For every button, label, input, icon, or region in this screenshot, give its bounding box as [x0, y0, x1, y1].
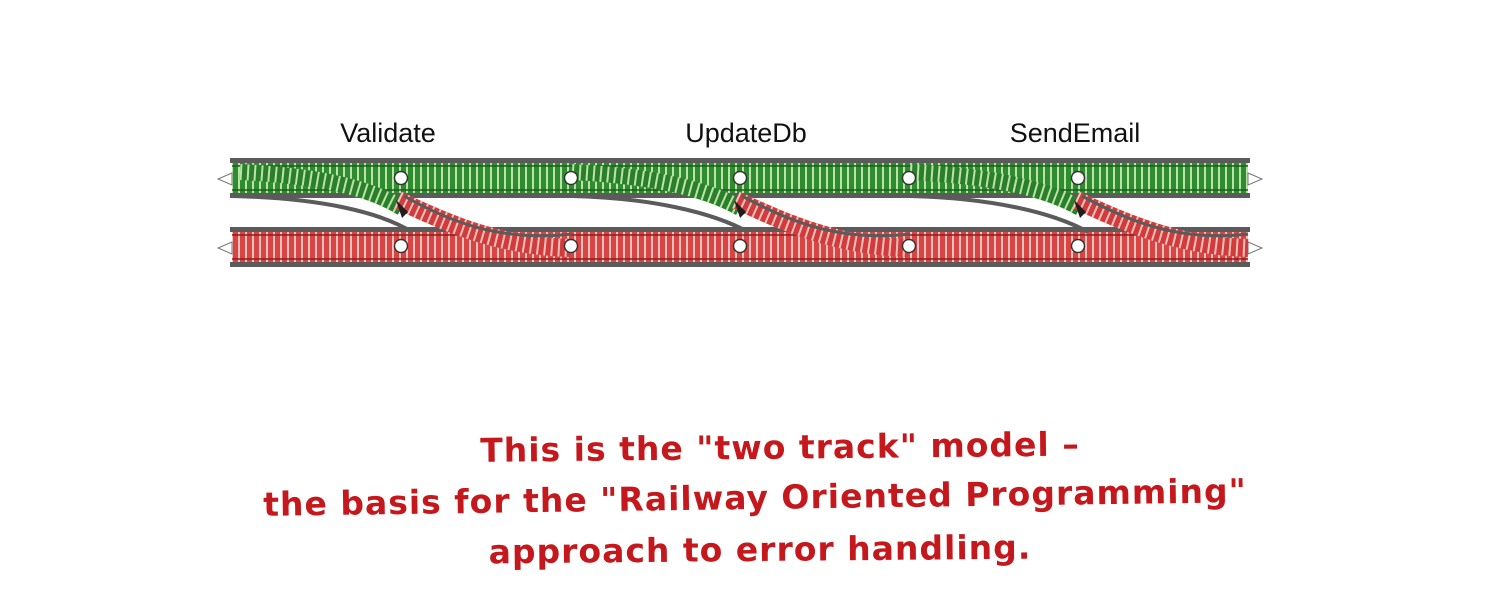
- function-label-validate: Validate: [340, 118, 436, 148]
- track-joints: [393, 170, 1086, 254]
- joint-circle: [901, 170, 917, 186]
- joint-circle: [563, 170, 579, 186]
- switch-updatedb: [571, 164, 911, 257]
- function-labels: Validate UpdateDb SendEmail: [340, 118, 1140, 148]
- joint-circle: [563, 238, 579, 254]
- joint-circle: [732, 170, 748, 186]
- joint-circle: [1070, 170, 1086, 186]
- function-label-updatedb: UpdateDb: [685, 118, 807, 148]
- joint-circle: [393, 170, 409, 186]
- function-label-sendemail: SendEmail: [1010, 118, 1141, 148]
- switch-sendemail: [909, 164, 1249, 257]
- joint-circle: [1070, 238, 1086, 254]
- joint-circle: [732, 238, 748, 254]
- joint-circle: [393, 238, 409, 254]
- joint-circle: [901, 238, 917, 254]
- switch-validate: [231, 164, 573, 257]
